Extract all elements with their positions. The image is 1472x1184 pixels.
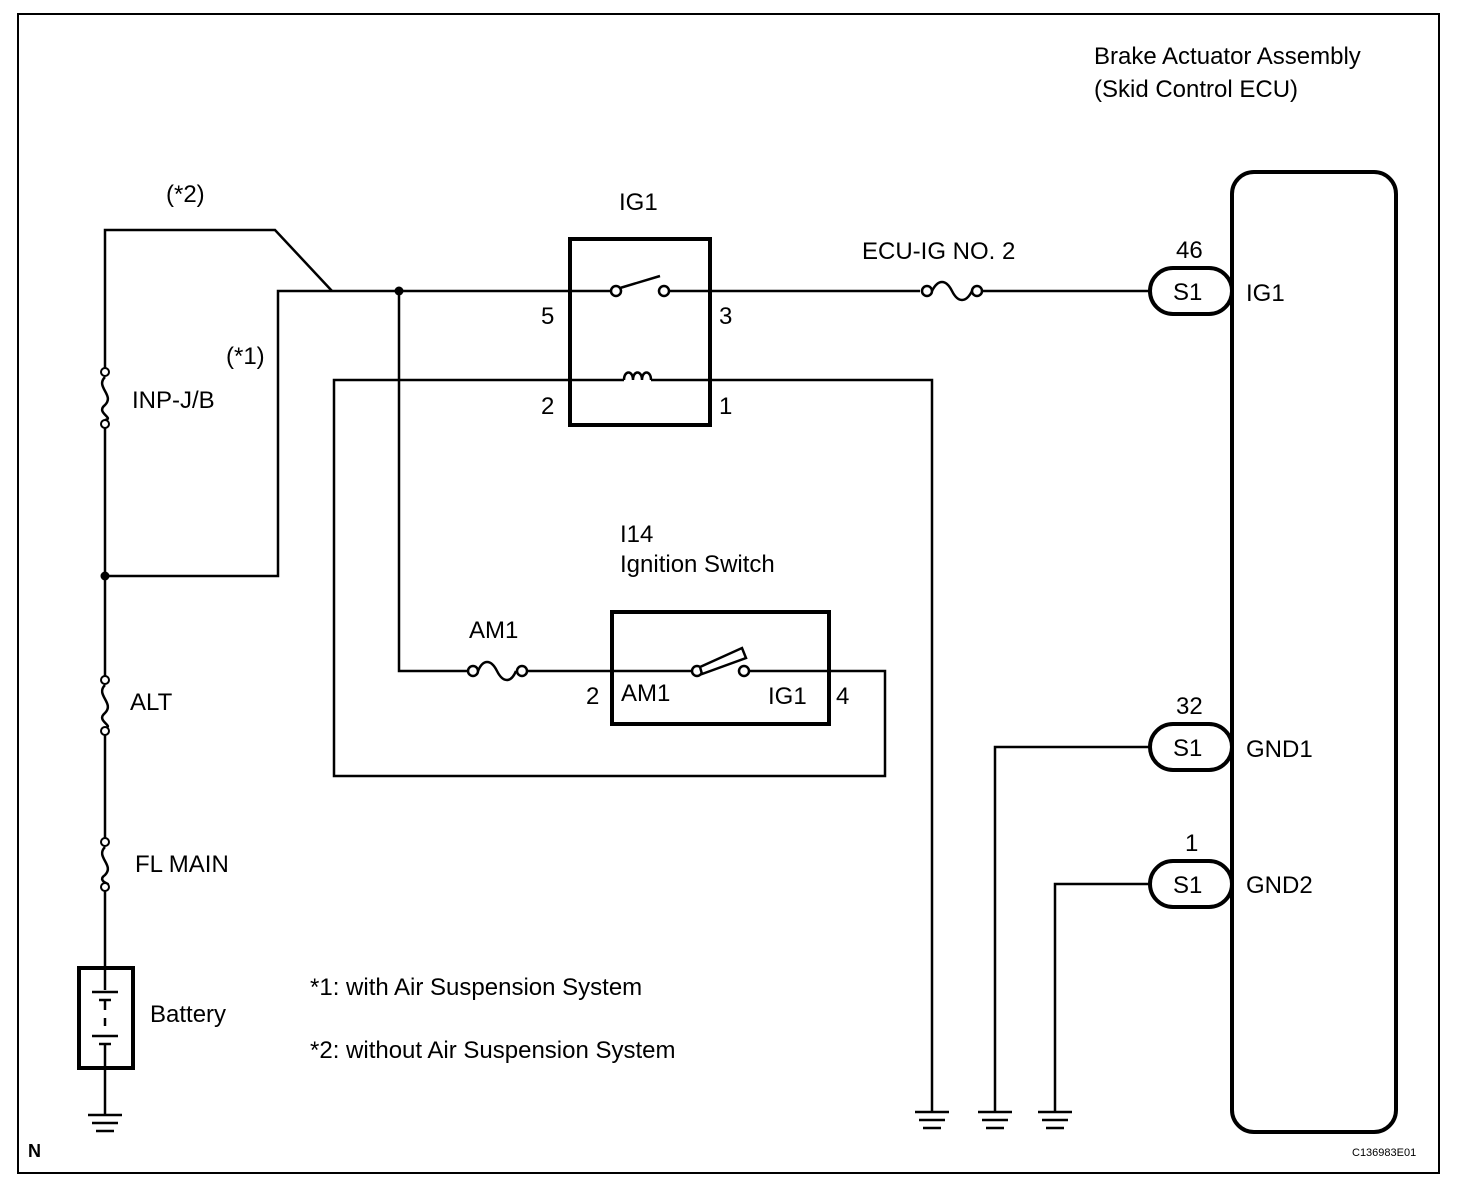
- ecu-pin-46: 46: [1176, 237, 1203, 264]
- svg-text:S1: S1: [1173, 735, 1202, 762]
- relay-box: [568, 237, 712, 427]
- relay-pin-2: 2: [541, 393, 554, 420]
- ignition-term-am1: AM1: [621, 680, 670, 707]
- ecu-title-line1: Brake Actuator Assembly: [1094, 43, 1361, 70]
- ignition-pin-2: 2: [586, 683, 599, 710]
- ecu-terminal-gnd1: GND1: [1246, 736, 1313, 763]
- ground-icon: [88, 1113, 122, 1133]
- ignition-pin-4: 4: [836, 683, 849, 710]
- relay-pin-1: 1: [719, 393, 732, 420]
- am1-fuse: [466, 660, 529, 682]
- coil-wire-pin2: [332, 378, 887, 778]
- ignition-switch-box: [610, 610, 831, 726]
- corner-mark: N: [28, 1141, 41, 1161]
- connector-s1-ig1: S1: [1148, 266, 1234, 316]
- ecu-title-line2: (Skid Control ECU): [1094, 76, 1298, 103]
- figure-code: C136983E01: [1352, 1147, 1416, 1159]
- fl-main-fusible-link: FL MAIN: [100, 837, 229, 892]
- gnd2-wire: [1053, 882, 1150, 1112]
- relay-contact: [570, 274, 710, 298]
- battery-label: Battery: [150, 1001, 226, 1028]
- ecu-terminal-gnd2: GND2: [1246, 872, 1313, 899]
- relay-pin-3: 3: [719, 303, 732, 330]
- power-wiring: [103, 228, 570, 1115]
- diagram-frame: [17, 13, 1440, 1174]
- relay-title: IG1: [619, 189, 658, 216]
- am1-fuse-label: AM1: [469, 617, 518, 644]
- ignition-switch-code: I14: [620, 521, 653, 548]
- ignition-term-ig1: IG1: [768, 683, 807, 710]
- connector-s1-gnd2: S1: [1148, 859, 1234, 909]
- ecu-terminal-ig1: IG1: [1246, 280, 1285, 307]
- ecu-ig-no2-label: ECU-IG NO. 2: [862, 238, 1015, 265]
- relay-coil: [570, 371, 710, 382]
- junction-dot: [100, 571, 110, 581]
- battery-symbol: [77, 966, 135, 1070]
- ecu-pin-32: 32: [1176, 693, 1203, 720]
- note-2: *2: without Air Suspension System: [310, 1037, 676, 1064]
- am1-feed-wire: [397, 291, 468, 673]
- ground-icon: [978, 1110, 1012, 1130]
- svg-text:S1: S1: [1173, 279, 1202, 306]
- alt-label: ALT: [130, 689, 173, 716]
- alt-fusible-link: ALT: [100, 675, 173, 736]
- inp-jb-label: INP-J/B: [132, 387, 215, 414]
- coil-wire-pin1: [710, 378, 934, 1112]
- ground-icon: [1038, 1110, 1072, 1130]
- svg-text:S1: S1: [1173, 872, 1202, 899]
- ecu-body: [1230, 170, 1398, 1134]
- ignition-contact: [612, 646, 829, 678]
- relay-pin-5: 5: [541, 303, 554, 330]
- ground-icon: [915, 1110, 949, 1130]
- variant-mark-without: (*2): [166, 181, 205, 208]
- ecu-pin-1: 1: [1185, 830, 1198, 857]
- gnd1-wire: [993, 745, 1150, 1112]
- connector-s1-gnd1: S1: [1148, 722, 1234, 772]
- ignition-switch-title: Ignition Switch: [620, 551, 775, 578]
- ecu-ig-no2-fuse: [920, 280, 984, 302]
- inp-jb-fusible-link: INP-J/B: [100, 367, 215, 429]
- fl-main-label: FL MAIN: [135, 851, 229, 878]
- note-1: *1: with Air Suspension System: [310, 974, 642, 1001]
- variant-mark-with: (*1): [226, 343, 265, 370]
